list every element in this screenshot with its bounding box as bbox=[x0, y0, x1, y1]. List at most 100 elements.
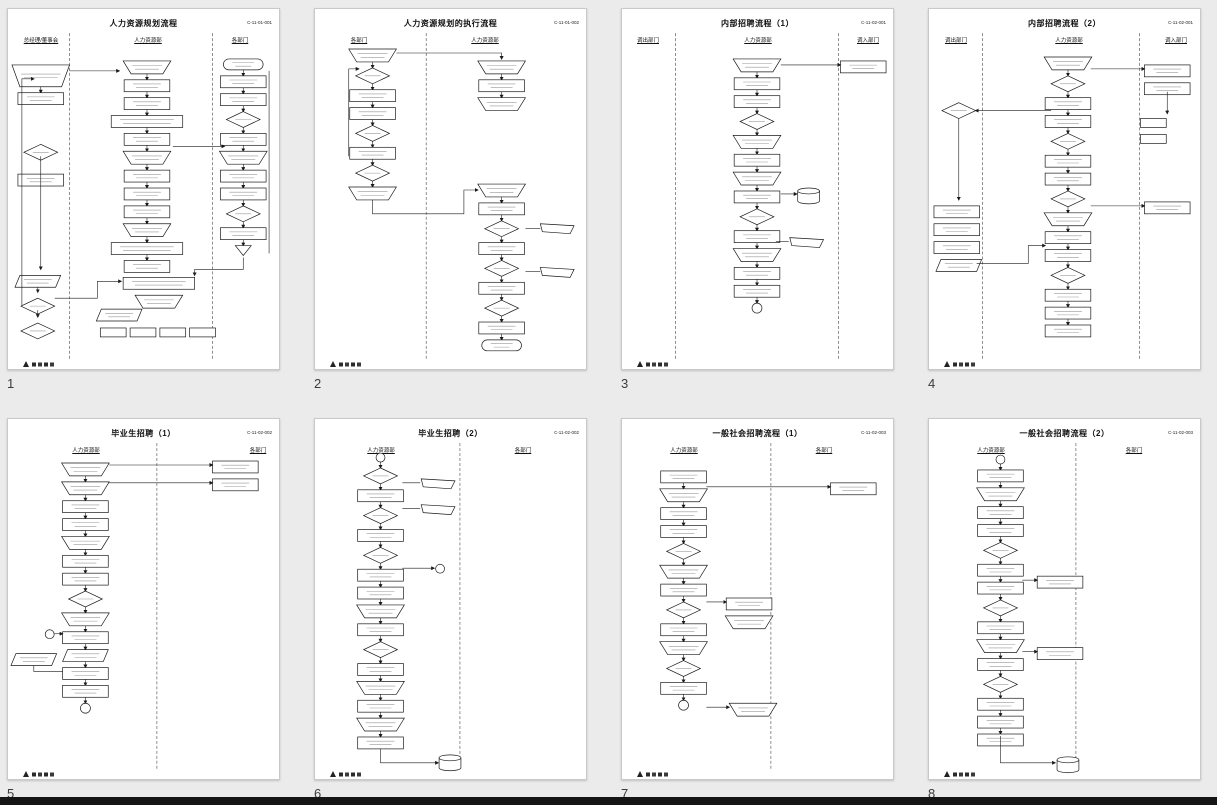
company-logo bbox=[942, 765, 976, 777]
page-number-label: 5 bbox=[7, 786, 15, 801]
flow-shape-rectW bbox=[110, 242, 184, 255]
page-code: C-11-02-001 bbox=[861, 20, 886, 25]
page-number-label: 3 bbox=[621, 376, 629, 391]
flow-shape-trap bbox=[356, 681, 405, 695]
lane-header: 各部门 bbox=[514, 448, 532, 454]
flow-shape-rect bbox=[733, 230, 781, 243]
page-cell: 内部招聘流程（2） C-11-02-001 调出部门人力资源部调入部门 4 bbox=[928, 8, 1201, 391]
flow-shape-circleS bbox=[435, 563, 445, 574]
lane-header: 人力资源部 bbox=[134, 38, 162, 44]
document-page[interactable]: 一般社会招聘流程（1） C-11-02-003 人力资源部各部门 bbox=[621, 418, 894, 780]
lane-header: 总经理/董事会 bbox=[23, 38, 59, 44]
document-page[interactable]: 一般社会招聘流程（2） C-11-02-003 人力资源部各部门 bbox=[928, 418, 1201, 780]
lane-header: 各部门 bbox=[231, 38, 249, 44]
flow-shape-trap bbox=[659, 488, 708, 503]
flow-shape-flag bbox=[420, 504, 456, 515]
lane-header: 各部门 bbox=[1125, 448, 1143, 454]
flow-shape-rect bbox=[62, 500, 109, 513]
flow-shape-rect bbox=[220, 169, 267, 183]
flow-shape-rect bbox=[660, 682, 707, 695]
flow-shape-rect bbox=[1044, 97, 1092, 110]
flow-shape-rect bbox=[1036, 575, 1084, 589]
page-code: C-11-02-003 bbox=[861, 430, 886, 435]
document-page[interactable]: 内部招聘流程（2） C-11-02-001 调出部门人力资源部调入部门 bbox=[928, 8, 1201, 370]
flow-shape-rect bbox=[1044, 306, 1092, 320]
lane-header: 各部门 bbox=[815, 448, 833, 454]
lane-header: 各部门 bbox=[350, 38, 368, 44]
company-logo-mark bbox=[944, 771, 975, 777]
flow-shape-circleS bbox=[44, 629, 55, 640]
flow-shape-flag bbox=[539, 267, 575, 278]
company-logo bbox=[21, 355, 55, 367]
flow-shape-rectS bbox=[1140, 134, 1167, 144]
flow-shape-rect bbox=[933, 241, 980, 254]
flow-shape-rect bbox=[220, 227, 267, 240]
flow-connector bbox=[380, 748, 440, 765]
page-title: 人力资源规划的执行流程 bbox=[403, 19, 498, 28]
flow-shape-rect bbox=[220, 75, 267, 89]
document-page[interactable]: 人力资源规划的执行流程 C-11-01-002 各部门人力资源部 bbox=[314, 8, 587, 370]
company-logo bbox=[21, 765, 55, 777]
flow-shape-rect bbox=[123, 133, 171, 146]
flow-shape-rect bbox=[357, 489, 404, 503]
flow-shape-trap bbox=[348, 186, 398, 201]
flow-shape-rect bbox=[933, 205, 980, 219]
flow-connector bbox=[33, 665, 63, 672]
page-number-label: 8 bbox=[928, 786, 936, 801]
flow-shape-rect bbox=[660, 525, 707, 538]
flow-shape-rect bbox=[123, 169, 171, 183]
flow-shape-rect bbox=[660, 623, 707, 637]
page-cell: 毕业生招聘（1） C-11-02-002 人力资源部各部门 5 bbox=[7, 418, 280, 801]
page-code: C-11-02-002 bbox=[247, 430, 272, 435]
flow-shape-rect bbox=[1044, 154, 1092, 168]
flow-shape-rect bbox=[1144, 201, 1191, 215]
lane-header: 人力资源部 bbox=[977, 448, 1005, 454]
company-logo-mark bbox=[23, 361, 54, 367]
flowchart bbox=[11, 33, 270, 359]
flow-shape-circle bbox=[678, 699, 689, 711]
flow-shape-rect bbox=[62, 667, 109, 680]
flow-shape-trap bbox=[122, 150, 172, 165]
lane-header: 调入部门 bbox=[856, 38, 880, 44]
flow-shape-rectS bbox=[159, 327, 187, 338]
flow-shape-rect bbox=[733, 267, 781, 280]
company-logo bbox=[328, 355, 362, 367]
flow-shape-rect bbox=[62, 572, 109, 586]
page-number-label: 6 bbox=[314, 786, 322, 801]
page-cell: 一般社会招聘流程（2） C-11-02-003 人力资源部各部门 8 bbox=[928, 418, 1201, 801]
flow-shape-rect bbox=[357, 568, 404, 582]
flow-shape-rect bbox=[1044, 249, 1092, 262]
flow-shape-para bbox=[10, 653, 58, 666]
page-title: 毕业生招聘（2） bbox=[418, 429, 483, 438]
flowchart bbox=[10, 443, 259, 769]
company-logo bbox=[328, 765, 362, 777]
flow-shape-rect bbox=[349, 146, 396, 160]
flow-shape-trap bbox=[477, 60, 527, 75]
flow-shape-rect bbox=[977, 506, 1024, 519]
flow-shape-rect bbox=[212, 460, 259, 474]
flow-shape-rect bbox=[660, 470, 707, 484]
flow-shape-rectS bbox=[1140, 118, 1167, 128]
document-page[interactable]: 毕业生招聘（1） C-11-02-002 人力资源部各部门 bbox=[7, 418, 280, 780]
flow-shape-rect bbox=[357, 623, 404, 637]
flow-shape-rect bbox=[220, 133, 267, 146]
flow-shape-rect bbox=[1036, 647, 1084, 660]
flow-shape-rect bbox=[733, 284, 781, 298]
flow-shape-rect bbox=[977, 469, 1024, 483]
lane-header: 人力资源部 bbox=[670, 448, 698, 454]
company-logo bbox=[635, 765, 669, 777]
flow-shape-circle bbox=[751, 302, 763, 314]
flow-shape-rect bbox=[977, 621, 1024, 635]
flow-shape-trap bbox=[348, 48, 398, 63]
company-logo-mark bbox=[944, 361, 975, 367]
document-page[interactable]: 毕业生招聘（2） C-11-02-002 人力资源部各部门 bbox=[314, 418, 587, 780]
flow-shape-para bbox=[14, 275, 62, 288]
flow-shape-rect bbox=[933, 223, 980, 237]
flow-shape-rect bbox=[1044, 115, 1092, 128]
document-page[interactable]: 人力资源规划流程 C-11-01-001 总经理/董事会人力资源部各部门 bbox=[7, 8, 280, 370]
page-code: C-11-02-001 bbox=[1168, 20, 1193, 25]
flow-shape-rectW bbox=[110, 115, 184, 128]
document-page[interactable]: 内部招聘流程（1） C-11-02-001 调出部门人力资源部调入部门 bbox=[621, 8, 894, 370]
lane-header: 各部门 bbox=[249, 448, 267, 454]
flow-shape-para bbox=[62, 649, 109, 662]
